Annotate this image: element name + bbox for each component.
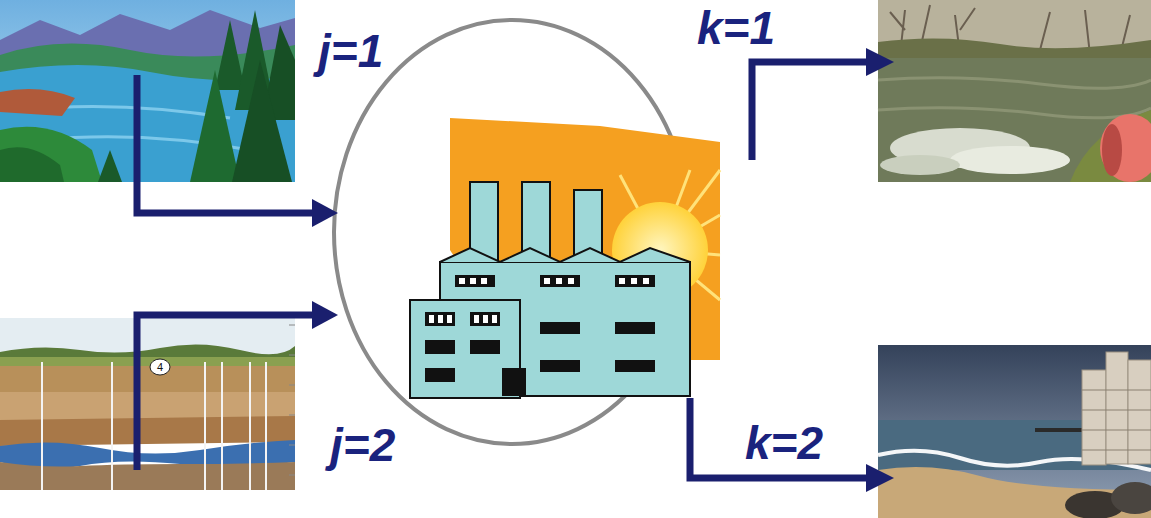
illustration-part — [950, 146, 1070, 174]
illustration-part — [866, 464, 894, 492]
illustration-part — [447, 315, 452, 323]
illustration-part — [1082, 390, 1151, 391]
illustration-part — [440, 248, 690, 262]
illustration-part — [540, 360, 580, 372]
discharge-label: k=1 — [697, 5, 775, 51]
illustration-part — [111, 362, 113, 490]
illustration-part — [878, 108, 1151, 118]
illustration-part — [619, 278, 625, 284]
illustration-part — [204, 362, 206, 490]
illustration-part — [221, 362, 223, 490]
illustration-part — [429, 278, 649, 323]
illustration-part — [425, 312, 455, 326]
illustration-part — [880, 155, 960, 175]
illustration-part — [690, 398, 870, 478]
illustration-part — [1082, 410, 1151, 411]
illustration-part — [0, 344, 295, 358]
illustration-part — [615, 322, 655, 334]
illustration-part — [492, 315, 497, 323]
source-label: j=2 — [330, 422, 395, 468]
illustration-part — [289, 445, 295, 446]
illustration-part — [540, 322, 580, 334]
illustration-part — [98, 150, 122, 182]
illustration-part — [438, 315, 443, 323]
illustration-part — [470, 340, 500, 354]
illustration-part — [455, 275, 495, 287]
illustration-part — [556, 278, 562, 284]
illustration-part — [459, 278, 465, 284]
illustration-part — [615, 360, 655, 372]
illustration-part — [312, 199, 338, 227]
illustration-part — [483, 315, 488, 323]
river-outfall-picture — [878, 0, 1151, 182]
illustration-part — [1082, 390, 1151, 450]
illustration-part — [232, 60, 292, 182]
illustration-part — [42, 362, 266, 490]
illustration-part — [0, 147, 64, 182]
illustration-part — [265, 362, 267, 490]
illustration-part — [1111, 482, 1151, 514]
illustration-part — [289, 325, 295, 326]
seaside-picture — [878, 345, 1151, 518]
illustration-part — [474, 315, 479, 323]
illustration-part — [312, 301, 338, 329]
illustration-part — [289, 325, 295, 475]
illustration-part — [41, 362, 43, 490]
factory-icon — [410, 118, 720, 398]
illustration-part — [137, 315, 316, 470]
illustration-part — [1128, 360, 1151, 464]
illustration-part — [150, 359, 170, 375]
illustration-part — [1106, 352, 1128, 464]
illustration-part — [540, 275, 580, 287]
illustration-part — [289, 415, 295, 416]
illustration-part — [1082, 352, 1151, 465]
illustration-part — [289, 355, 295, 356]
illustration-part — [615, 275, 655, 287]
illustration-part — [878, 78, 1151, 88]
illustration-part — [470, 278, 476, 284]
illustration-part — [544, 278, 550, 284]
illustration-part — [0, 318, 295, 358]
source-label: j=1 — [318, 28, 383, 74]
illustration-part — [289, 385, 295, 386]
illustration-part — [0, 0, 295, 182]
illustration-part — [1082, 450, 1151, 451]
illustration-part — [470, 312, 500, 326]
arrowheads — [312, 48, 894, 492]
illustration-part — [1102, 124, 1122, 176]
illustration-part — [568, 278, 574, 284]
illustration-part — [429, 315, 434, 323]
aquifer-picture — [0, 318, 295, 490]
illustration-part — [0, 89, 75, 116]
discharge-label: k=2 — [745, 420, 823, 466]
illustration-part — [878, 345, 1151, 518]
illustration-part — [249, 362, 251, 490]
illustration-part — [878, 467, 1151, 518]
illustration-part — [425, 368, 455, 382]
illustration-part — [137, 75, 316, 213]
illustration-part — [1082, 430, 1151, 431]
illustration-part — [190, 70, 240, 182]
illustration-part — [878, 58, 1151, 182]
illustration-part — [425, 275, 655, 396]
illustration-part — [643, 278, 649, 284]
illustration-part — [752, 62, 870, 160]
illustration-part — [631, 278, 637, 284]
callout-number: 4 — [157, 362, 163, 373]
illustration-part — [425, 340, 455, 354]
illustration-part — [215, 20, 245, 90]
illustration-part — [481, 278, 487, 284]
illustration-part — [410, 182, 690, 398]
illustration-part — [1082, 370, 1106, 465]
illustration-part — [0, 127, 102, 182]
flow-arrows — [137, 62, 870, 478]
illustration-part — [289, 475, 295, 476]
lake-picture — [0, 0, 295, 182]
illustration-part — [502, 368, 526, 396]
illustration-part — [1100, 114, 1151, 182]
illustration-part — [866, 48, 894, 76]
